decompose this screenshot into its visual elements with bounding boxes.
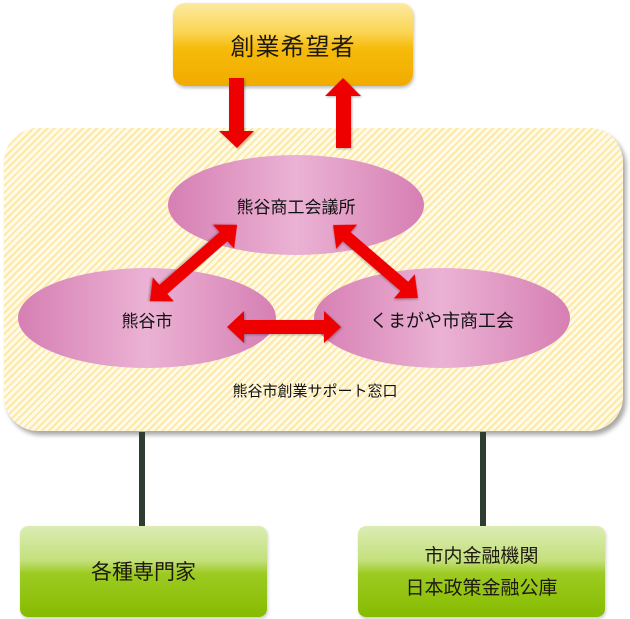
ellipse-city (18, 268, 276, 368)
support-panel-label: 熊谷市創業サポート窓口 (232, 382, 398, 400)
experts-box: 各種専門家 (20, 526, 267, 617)
connector-experts (139, 432, 145, 526)
ellipse-society (314, 268, 570, 368)
double-arrow-chamber-city-icon (149, 224, 238, 302)
finance-label-line1: 市内金融機関 (424, 544, 539, 567)
entrepreneur-label: 創業希望者 (230, 33, 356, 61)
label-chamber: 熊谷商工会議所 (236, 198, 356, 218)
experts-label: 各種専門家 (91, 559, 196, 584)
double-arrow-city-society-icon (227, 311, 341, 343)
double-arrow-chamber-society-icon (333, 224, 418, 299)
label-city: 熊谷市 (121, 312, 173, 332)
connector-finance (480, 432, 486, 526)
arrow-up-icon (325, 78, 361, 148)
arrow-down-icon (219, 78, 254, 148)
entrepreneur-box: 創業希望者 (173, 3, 413, 86)
finance-box: 市内金融機関 日本政策金融公庫 (358, 526, 605, 617)
finance-label-line2: 日本政策金融公庫 (405, 576, 558, 599)
label-society: くまがや市商工会 (370, 311, 514, 332)
